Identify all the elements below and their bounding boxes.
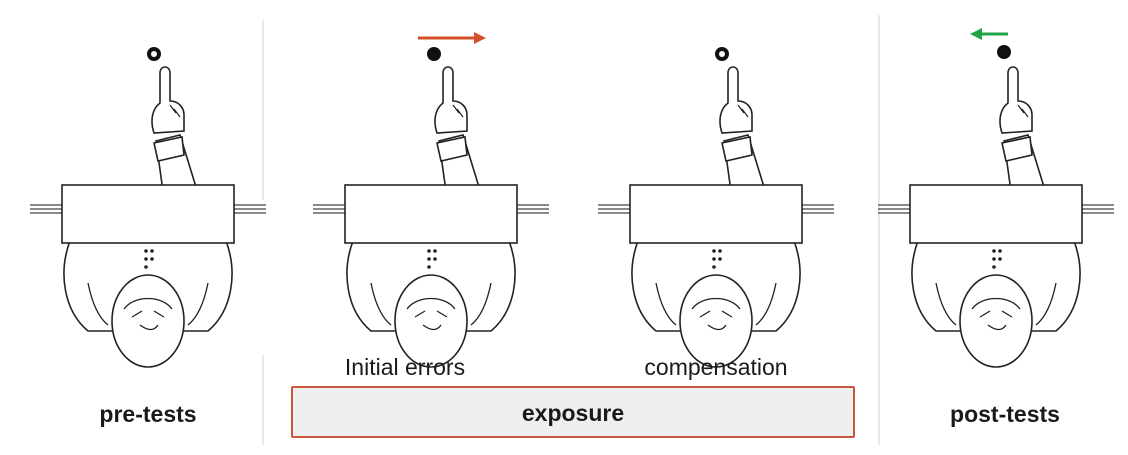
target-dot-initial — [427, 47, 441, 61]
exposure-box: exposure — [291, 386, 855, 438]
post-tests-label: post-tests — [950, 401, 1060, 427]
initial-errors-label: Initial errors — [344, 354, 466, 380]
target-dot-post — [997, 45, 1011, 59]
figure-initial-errors — [312, 66, 550, 368]
divider-right — [878, 15, 880, 445]
pre-tests-label: pre-tests — [99, 401, 197, 427]
figure-compensation — [597, 66, 835, 368]
figure-pre-test — [29, 66, 267, 368]
rightward-arrow-icon — [418, 32, 486, 44]
divider-left-lower — [262, 355, 264, 445]
divider-left — [262, 20, 264, 200]
leftward-arrow-icon — [970, 28, 1008, 40]
exposure-label: exposure — [521, 400, 625, 426]
figure-post-test — [877, 66, 1115, 368]
compensation-label: compensation — [644, 354, 788, 380]
